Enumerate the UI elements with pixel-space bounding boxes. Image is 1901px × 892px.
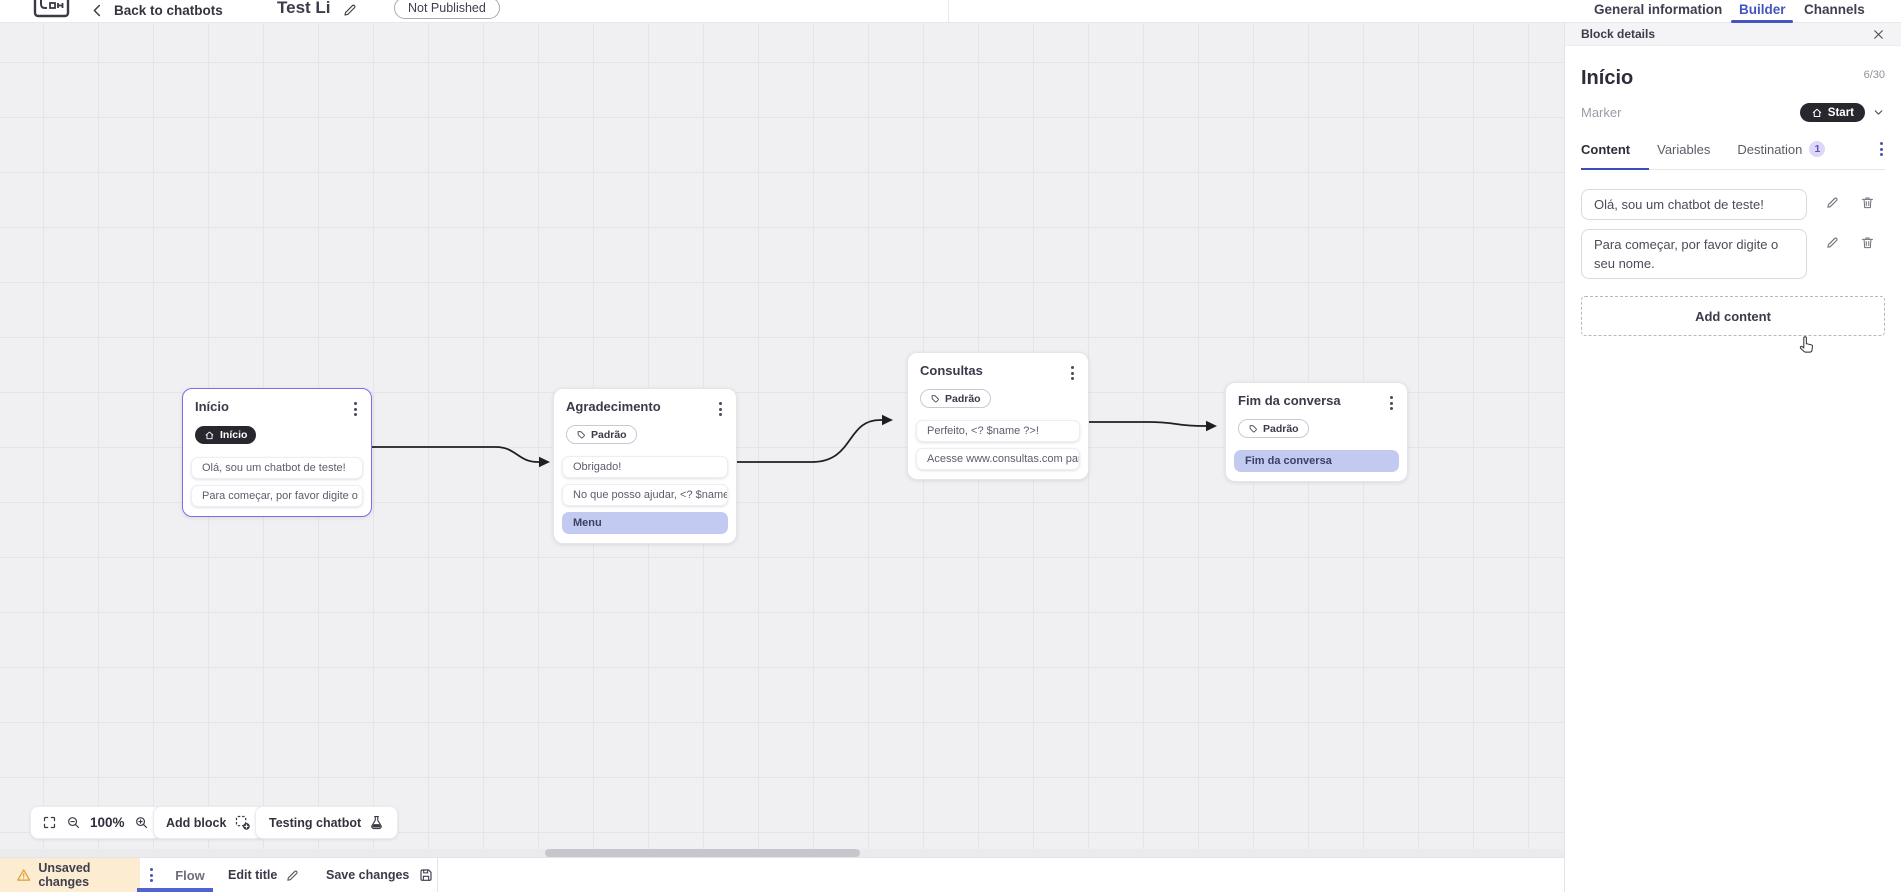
content-item-text[interactable]: Olá, sou um chatbot de teste! <box>1581 189 1807 220</box>
header-divider <box>948 0 949 23</box>
trash-icon[interactable] <box>1860 195 1875 210</box>
mouse-cursor <box>1797 334 1816 361</box>
flask-icon <box>369 815 384 830</box>
add-content-button[interactable]: Add content <box>1581 296 1885 336</box>
back-to-chatbots-link[interactable]: Back to chatbots <box>114 3 223 18</box>
zoom-in-icon[interactable] <box>134 815 149 830</box>
home-icon <box>205 431 214 439</box>
padrao-tag-badge: Padrão <box>920 389 991 408</box>
close-icon[interactable] <box>1872 28 1885 41</box>
marker-label: Marker <box>1581 105 1622 120</box>
add-block-icon <box>234 814 251 831</box>
panel-header: Block details <box>1565 23 1901 46</box>
fullscreen-icon[interactable] <box>42 815 57 830</box>
zoom-level: 100% <box>90 815 125 830</box>
tag-icon <box>1249 424 1257 432</box>
back-chevron-icon[interactable] <box>90 3 105 18</box>
block-details-panel: Block details Início 6/30 Marker Start <box>1564 23 1901 892</box>
panel-tabs: Content Variables Destination 1 <box>1581 139 1885 170</box>
start-marker-badge: Início <box>195 426 257 444</box>
active-tab-underline <box>1731 20 1793 23</box>
destination-count-badge: 1 <box>1809 141 1826 157</box>
top-bar: Back to chatbots Test Li Not Published G… <box>0 0 1901 23</box>
testing-chatbot-label: Testing chatbot <box>269 815 362 830</box>
tab-variables[interactable]: Variables <box>1657 141 1711 157</box>
flow-node-consultas[interactable]: Consultas Padrão Perfeito, <? $name ?>! … <box>907 352 1089 480</box>
node-menu-icon[interactable] <box>352 399 359 419</box>
padrao-tag-badge: Padrão <box>566 425 637 444</box>
footer-divider <box>437 858 438 892</box>
pencil-icon <box>287 870 298 881</box>
add-block-button[interactable]: Add block <box>153 806 265 839</box>
content-item-text[interactable]: Para começar, por favor digite o seu nom… <box>1581 229 1807 279</box>
zoom-toolbar: 100% <box>30 806 161 839</box>
edit-title-button[interactable]: Edit title <box>228 858 300 892</box>
horizontal-scrollbar-thumb[interactable] <box>545 849 860 857</box>
active-panel-tab-underline <box>1581 167 1649 170</box>
tag-icon <box>577 430 585 438</box>
node-content-row[interactable]: Olá, sou um chatbot de teste! <box>191 456 363 479</box>
zoom-out-icon[interactable] <box>66 815 81 830</box>
unsaved-changes-indicator: Unsaved changes <box>0 858 140 892</box>
node-content-row[interactable]: Obrigado! <box>562 455 728 478</box>
flow-node-agradecimento[interactable]: Agradecimento Padrão Obrigado! No que po… <box>553 388 737 544</box>
edit-pencil-icon[interactable] <box>1825 195 1840 210</box>
char-count: 6/30 <box>1863 69 1885 81</box>
panel-title: Block details <box>1581 27 1656 41</box>
tab-builder[interactable]: Builder <box>1739 2 1786 17</box>
tab-channels[interactable]: Channels <box>1804 2 1865 17</box>
padrao-tag-badge: Padrão <box>1238 419 1309 438</box>
save-icon <box>420 869 432 881</box>
content-item: Para começar, por favor digite o seu nom… <box>1581 229 1885 279</box>
edit-title-pencil-icon[interactable] <box>342 2 358 18</box>
chatbot-title: Test Li <box>277 0 331 17</box>
bottom-bar: Unsaved changes Flow Edit title Save cha… <box>0 857 1564 892</box>
flow-canvas[interactable]: Início Início Olá, sou um chatbot de tes… <box>0 23 1564 857</box>
node-menu-row[interactable]: Menu <box>562 511 728 534</box>
add-block-label: Add block <box>166 815 227 830</box>
testing-chatbot-button[interactable]: Testing chatbot <box>255 806 399 839</box>
node-menu-icon[interactable] <box>1069 363 1076 383</box>
tab-flow[interactable]: Flow <box>175 867 205 883</box>
footer-menu-icon[interactable] <box>142 858 160 892</box>
node-content-row[interactable]: Para começar, por favor digite o ... <box>191 484 363 507</box>
flow-tab-underline <box>137 888 213 892</box>
node-title: Consultas <box>920 363 983 378</box>
save-changes-button[interactable]: Save changes <box>326 858 434 892</box>
app-logo-icon <box>33 0 71 25</box>
panel-menu-icon[interactable] <box>1878 139 1885 159</box>
node-title: Agradecimento <box>566 399 661 414</box>
flow-node-inicio[interactable]: Início Início Olá, sou um chatbot de tes… <box>182 388 372 517</box>
tab-content[interactable]: Content <box>1581 141 1631 157</box>
flow-node-fim-da-conversa[interactable]: Fim da conversa Padrão Fim da conversa <box>1225 382 1408 482</box>
node-content-row[interactable]: Acesse www.consultas.com par... <box>916 447 1080 470</box>
tag-icon <box>931 394 939 402</box>
tab-destination[interactable]: Destination 1 <box>1737 141 1826 157</box>
block-name: Início <box>1581 67 1634 89</box>
content-item: Olá, sou um chatbot de teste! <box>1581 189 1885 220</box>
trash-icon[interactable] <box>1860 235 1875 250</box>
chevron-down-icon[interactable] <box>1872 106 1885 119</box>
horizontal-scrollbar-track[interactable] <box>0 849 1564 857</box>
node-title: Início <box>195 399 229 414</box>
home-icon <box>1812 108 1822 117</box>
node-title: Fim da conversa <box>1238 393 1341 408</box>
node-content-row[interactable]: No que posso ajudar, <? $name ... <box>562 483 728 506</box>
warning-icon <box>17 869 31 881</box>
status-badge: Not Published <box>394 0 500 19</box>
marker-start-badge[interactable]: Start <box>1799 103 1865 122</box>
tab-general-information[interactable]: General information <box>1594 2 1723 17</box>
edit-pencil-icon[interactable] <box>1825 235 1840 250</box>
node-content-row[interactable]: Perfeito, <? $name ?>! <box>916 419 1080 442</box>
node-end-row[interactable]: Fim da conversa <box>1234 449 1399 472</box>
node-menu-icon[interactable] <box>1388 393 1395 413</box>
node-menu-icon[interactable] <box>717 399 724 419</box>
